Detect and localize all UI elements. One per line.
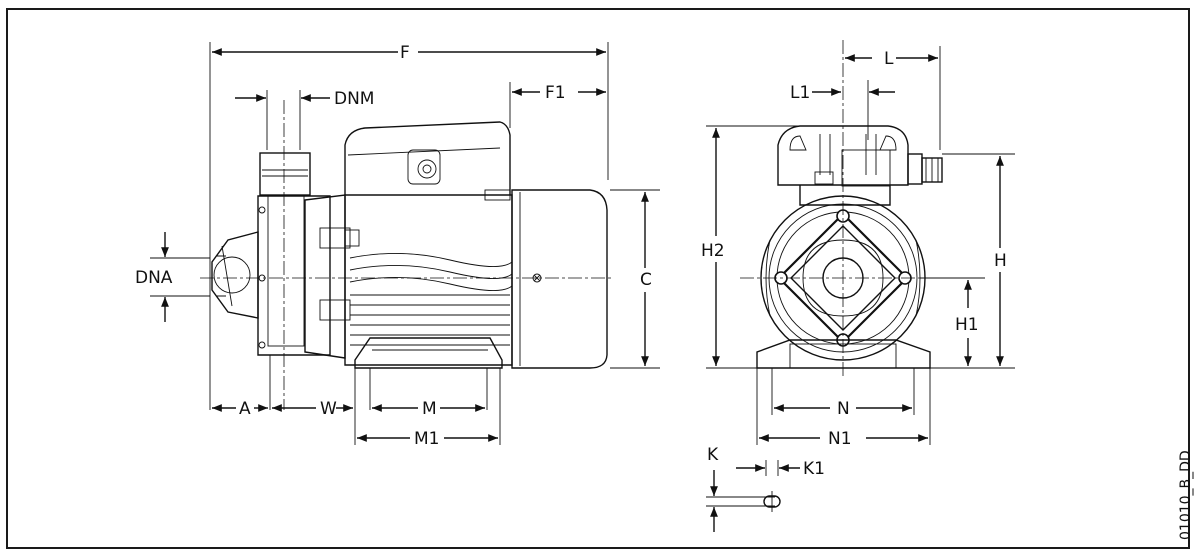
label-DNA: DNA xyxy=(135,268,173,288)
label-M: M xyxy=(422,399,437,419)
label-N: N xyxy=(837,399,850,419)
label-K1: K1 xyxy=(803,459,825,479)
label-L: L xyxy=(884,49,894,69)
label-H1: H1 xyxy=(955,315,979,335)
label-M1: M1 xyxy=(414,429,439,449)
label-L1: L1 xyxy=(790,83,810,103)
drawing-code: 01010_B_DD xyxy=(1178,450,1194,540)
front-view-dimensions: L L1 H2 H H1 N N1 K K1 xyxy=(701,46,1015,532)
label-A: A xyxy=(239,399,251,419)
side-view-dimensions: F F1 DNM DNA C A W M M1 xyxy=(135,42,660,449)
front-view-pump xyxy=(740,40,960,378)
label-F: F xyxy=(400,43,410,63)
label-N1: N1 xyxy=(828,429,852,449)
side-view-pump xyxy=(200,100,612,410)
label-DNM: DNM xyxy=(334,89,374,109)
label-F1: F1 xyxy=(545,83,566,103)
drawing-frame xyxy=(6,8,1190,549)
label-H: H xyxy=(994,251,1007,271)
label-W: W xyxy=(320,399,337,419)
label-K: K xyxy=(707,445,719,465)
label-H2: H2 xyxy=(701,241,725,261)
label-C: C xyxy=(640,270,652,290)
